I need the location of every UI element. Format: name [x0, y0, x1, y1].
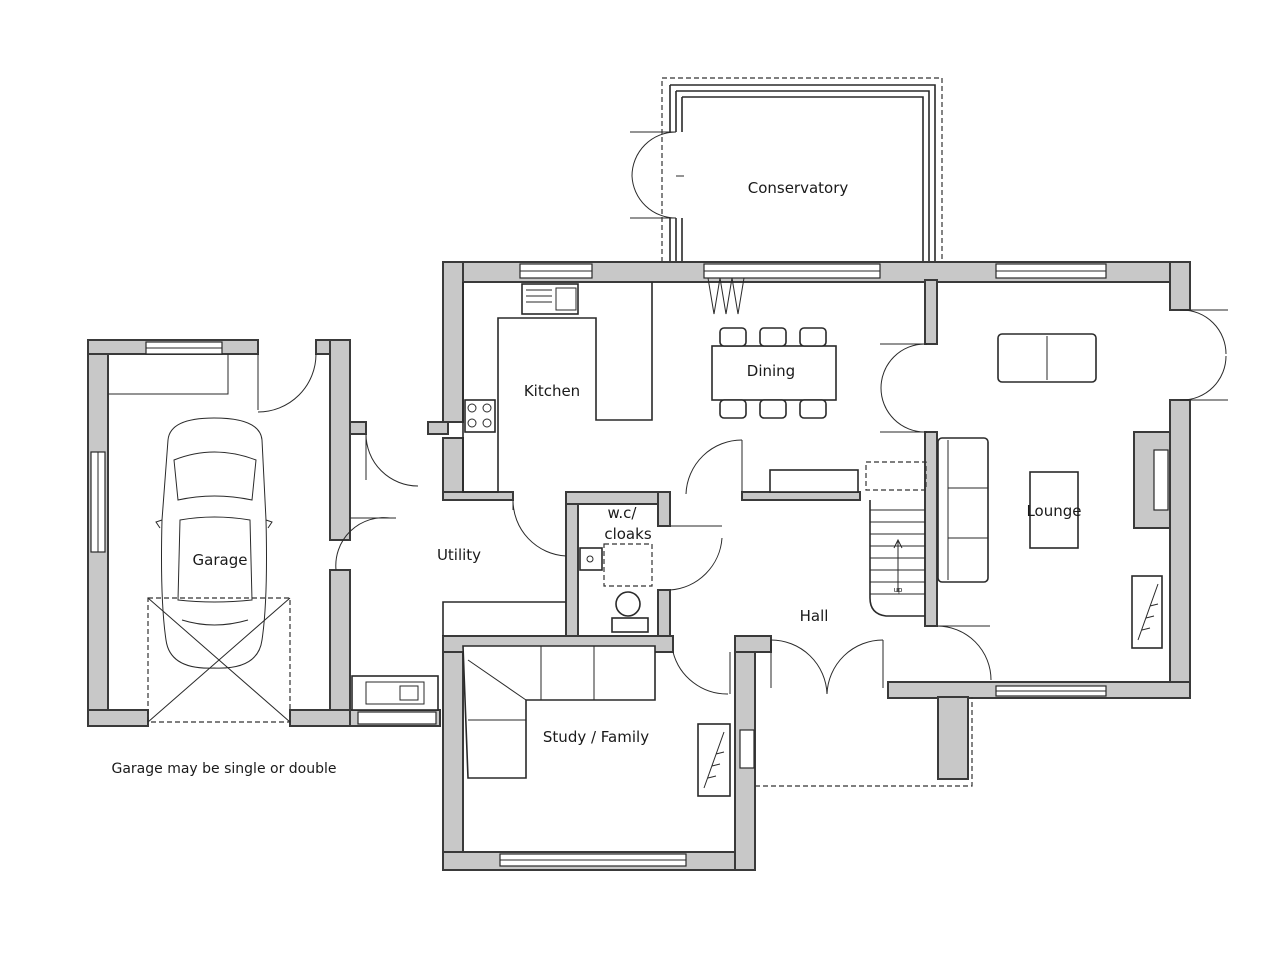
wc-label-line1: w.c/ — [608, 504, 638, 522]
staircase — [769, 461, 927, 617]
dining-table — [707, 277, 837, 419]
utility-label: Utility — [437, 546, 481, 564]
lounge-furniture — [937, 333, 1163, 649]
kitchen-fittings — [462, 282, 653, 493]
car-icon — [155, 417, 273, 669]
study-sofa — [462, 645, 731, 797]
wc-label-line2: cloaks — [604, 525, 651, 543]
dining-label: Dining — [747, 362, 795, 380]
kitchen-label: Kitchen — [524, 382, 580, 400]
wc-fittings — [579, 543, 653, 633]
conservatory-label: Conservatory — [748, 179, 849, 197]
conservatory-structure — [630, 77, 943, 267]
doors — [257, 309, 1228, 787]
garage-note: Garage may be single or double — [112, 761, 337, 777]
stair-up-label: up — [894, 586, 903, 594]
hall-label: Hall — [800, 607, 829, 625]
lounge-label: Lounge — [1026, 502, 1081, 520]
study-label: Study / Family — [543, 728, 649, 746]
windows — [90, 263, 1107, 867]
utility-fittings — [351, 601, 566, 711]
garage-fittings — [108, 354, 291, 723]
garage-label: Garage — [193, 551, 248, 569]
